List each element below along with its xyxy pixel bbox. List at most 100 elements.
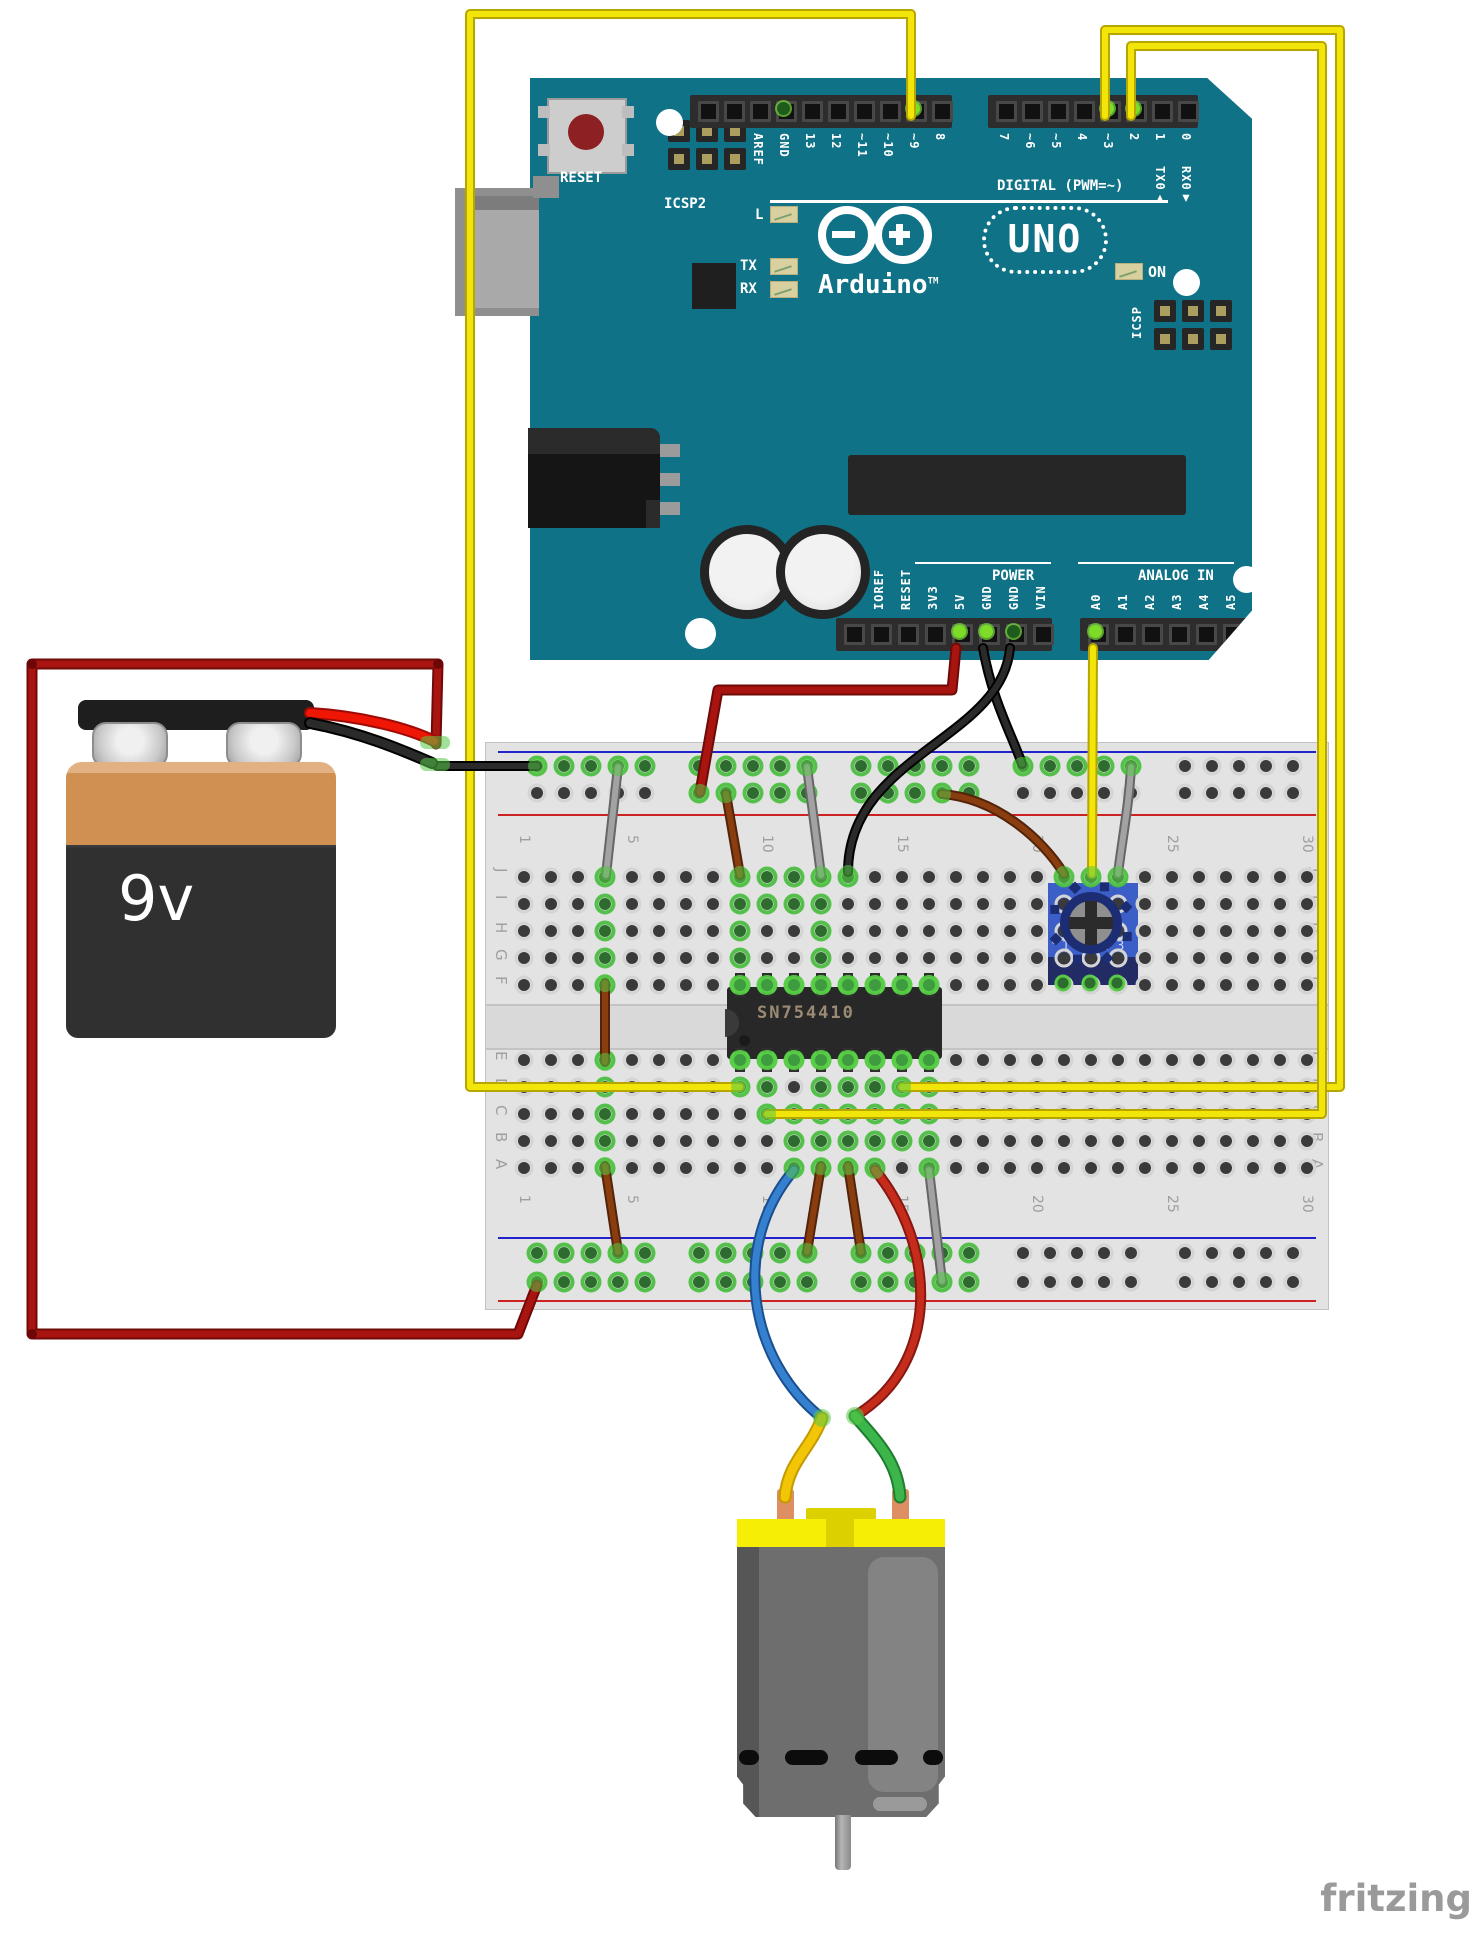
icsp-pin[interactable] [696,148,718,170]
digital-label: DIGITAL (PWM=~) [997,178,1124,194]
regulator-leg [654,473,680,486]
chip-label: SN754410 [757,1003,855,1023]
jumper-brown-col4-rail [600,1161,623,1257]
pin-label: ~5 [1049,133,1063,150]
breadboard-label: A [492,1159,510,1170]
reset-button-pin [538,106,550,118]
breadboard-holes [514,755,1317,1293]
header-pin[interactable] [750,101,771,122]
header-pin[interactable] [932,101,953,122]
icsp-pin[interactable] [1210,328,1232,350]
motor-slot [923,1750,943,1765]
header-pin[interactable] [1142,624,1163,645]
pin-label: ~10 [881,133,895,158]
breadboard-label: F [492,976,510,985]
header-pin[interactable] [1033,624,1054,645]
capacitor [776,525,870,619]
pin-label: 1 [1153,133,1167,142]
pin-label: ~11 [855,133,869,158]
breadboard-label: 5 [624,1195,640,1204]
reset-button-cap[interactable] [568,114,604,150]
header-pin[interactable] [1074,101,1095,122]
analog-label: ANALOG IN [1138,568,1214,584]
pot-dial[interactable] [1049,881,1133,965]
usb-tab [533,176,559,198]
icsp-pin[interactable] [1210,300,1232,322]
icsp-pin[interactable] [668,148,690,170]
pin-label: 12 [829,133,843,150]
header-pin[interactable] [1152,101,1173,122]
wire-pin2-to-chip-1a [762,41,1327,1119]
wire-grey-pot-gnd [1113,762,1136,879]
chip-pin1-dot [739,1035,750,1046]
breadboard-label: I [492,895,510,900]
reset-button[interactable] [547,98,627,174]
header-pin[interactable] [1115,624,1136,645]
header-pin[interactable] [871,624,892,645]
icsp-pin[interactable] [1182,300,1204,322]
header-pin[interactable] [925,624,946,645]
led-on [1115,263,1143,280]
usb-interface-chip [692,263,736,309]
regulator-leg [654,444,680,457]
header-pin[interactable] [1178,101,1199,122]
header-pin[interactable] [1022,101,1043,122]
digital-divider-line [770,200,1168,203]
motor-shaft [835,1815,851,1870]
jumper-grey-gnd-col4 [601,762,623,880]
reset-label: RESET [560,170,603,186]
led-tx-label: TX [740,258,757,274]
icsp-pin[interactable] [1154,328,1176,350]
header-pin[interactable] [880,101,901,122]
wire-pin9-to-chip-en [465,9,916,1092]
breadboard-label: 30 [1299,1195,1315,1213]
header-pin[interactable] [996,101,1017,122]
header-pin[interactable] [802,101,823,122]
led-on-label: ON [1148,263,1167,281]
logo-minus [832,231,855,238]
battery-voltage-label: 9v [118,862,195,935]
motor-tab-bar [806,1508,876,1520]
pin-label: 8 [933,133,947,142]
header-pin[interactable] [828,101,849,122]
header-pin[interactable] [724,101,745,122]
breadboard-label: 20 [1029,1195,1045,1213]
header-pin[interactable] [698,101,719,122]
icsp-pin[interactable] [1182,328,1204,350]
header-pin[interactable] [898,624,919,645]
mounting-hole [1233,566,1252,593]
regulator-leg [654,502,680,515]
logo-plus-v [896,224,903,245]
led-rx [770,281,798,298]
mounting-hole [685,618,716,649]
jumper-brown-gnd2 [843,1161,866,1257]
led-l [770,206,798,223]
header-pin[interactable] [854,101,875,122]
chip-notch [725,1009,739,1037]
jumper-grey-gnd-col12 [802,762,826,880]
wire-5v-to-rail [694,642,962,798]
icsp-pin[interactable] [724,148,746,170]
jumper-brown-gnd1 [802,1161,826,1257]
serial-pin-sublabel: RX0▼ [1179,166,1193,206]
battery-9v: 9v [66,762,336,1038]
header-pin[interactable] [1196,624,1217,645]
icsp2-label: ICSP2 [664,196,707,212]
reset-button-pin [622,144,634,156]
jumper-brown-vcc1 [721,789,745,880]
pin-label: GND [777,133,791,158]
connection-markers [27,659,1140,1427]
chip-and-pot-pins [730,973,1126,1072]
led-tx [770,258,798,275]
arduino-infinity-logo [818,206,938,266]
motor-slot [739,1750,759,1765]
header-pin[interactable] [844,624,865,645]
pin-label: 7 [997,133,1011,142]
header-pin[interactable] [1048,101,1069,122]
header-pin[interactable] [1169,624,1190,645]
icsp-pin[interactable] [1154,300,1176,322]
breadboard-label: E [492,1051,510,1061]
wire-brown-pot-5v [937,789,1069,879]
motor-slot [785,1750,828,1765]
